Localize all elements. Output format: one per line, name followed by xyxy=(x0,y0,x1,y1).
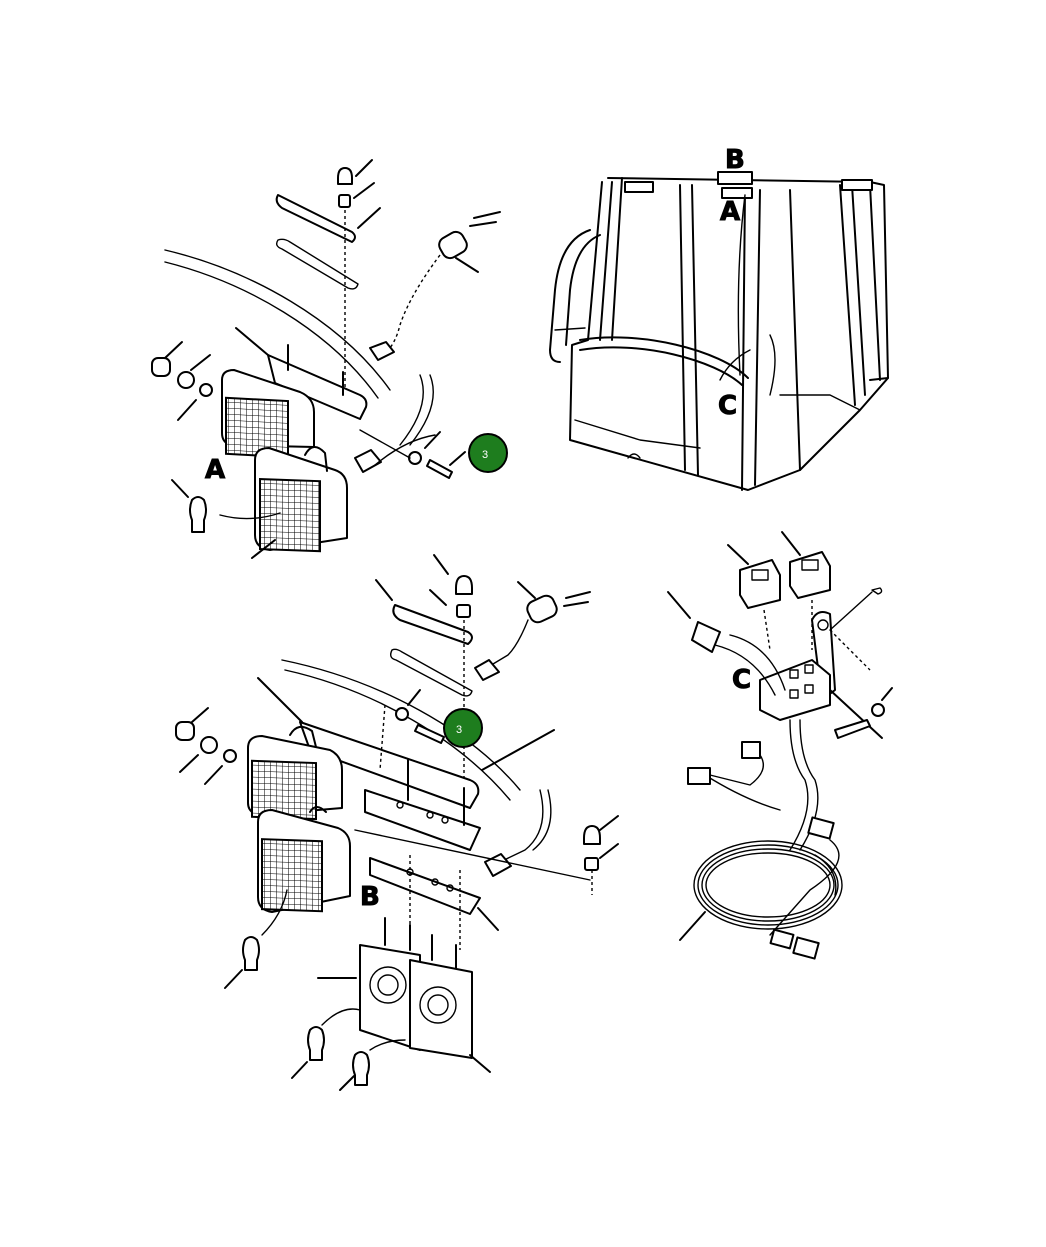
roof-lamp-a xyxy=(721,187,753,199)
roof-lamp-assembly xyxy=(291,917,491,1091)
mounting-plate-lower xyxy=(369,857,481,915)
lamp-bracket xyxy=(267,354,368,420)
view-label-b: B xyxy=(360,882,380,912)
cab-frame: B A C xyxy=(549,145,889,491)
rubber-nut xyxy=(151,357,171,377)
view-label-c: C xyxy=(732,665,751,695)
cab-label-b: B xyxy=(725,145,745,175)
nut-b xyxy=(456,604,471,618)
lamp-bracket-b xyxy=(299,721,480,809)
connector-lower xyxy=(354,449,382,473)
grommet xyxy=(438,230,468,260)
bulb-roof-left xyxy=(307,1026,325,1061)
cap-nut-c xyxy=(583,825,601,845)
connector-b-lower xyxy=(484,853,512,877)
bolt-washer xyxy=(408,451,422,465)
harness-connector-top xyxy=(741,741,761,759)
cap-nut xyxy=(337,167,353,185)
harness-connector-bottom xyxy=(792,936,820,960)
connector-upper xyxy=(369,341,395,361)
callout-circle[interactable] xyxy=(443,708,483,748)
harness-connector-bottom-2 xyxy=(769,928,795,950)
cab-label-a: A xyxy=(720,197,740,227)
nut xyxy=(338,194,351,208)
harness-connector-left xyxy=(687,767,711,785)
bolt-washer-b xyxy=(395,707,409,721)
bulb-b xyxy=(242,936,260,971)
rubber-nut-b xyxy=(175,721,195,741)
lock-washer xyxy=(199,383,213,397)
fuse xyxy=(691,621,721,653)
grommet-b xyxy=(526,594,558,624)
nut-c xyxy=(584,857,599,871)
mounting-plate-upper xyxy=(364,789,481,851)
cab-label-c: C xyxy=(718,391,737,421)
relay-harness-assembly: C xyxy=(667,531,893,960)
bolt-b xyxy=(414,724,445,744)
roof-lamp-front-left xyxy=(624,181,654,193)
mounting-strap xyxy=(275,194,356,243)
relay-left xyxy=(739,559,781,609)
work-lamp-assembly-a: A xyxy=(151,159,501,559)
bulb xyxy=(189,496,207,533)
gasket-plate-b xyxy=(389,648,473,697)
bracket-washer xyxy=(871,703,885,717)
bracket-bolt xyxy=(834,719,871,739)
lock-washer-b xyxy=(223,749,237,763)
callout-3-upper[interactable]: 3 xyxy=(468,433,508,473)
callout-circle[interactable] xyxy=(468,433,508,473)
work-lamp-assembly-b: B xyxy=(175,554,619,989)
washer xyxy=(177,371,195,389)
harness-connector-right xyxy=(807,816,835,840)
roof-lamp-right xyxy=(841,179,873,191)
bolt xyxy=(426,459,453,479)
gasket-plate xyxy=(275,238,359,290)
roof-lamp-b xyxy=(717,171,753,185)
connector-b-upper xyxy=(474,659,500,681)
callout-number: 3 xyxy=(456,724,462,736)
relay-right xyxy=(789,551,831,599)
cap-nut-b xyxy=(455,575,473,595)
callout-3-lower[interactable]: 3 xyxy=(443,708,483,748)
mounting-strap-b xyxy=(392,604,473,645)
view-label-a: A xyxy=(205,455,225,485)
callout-number: 3 xyxy=(482,449,488,461)
roof-lamp-right-lamp xyxy=(409,959,473,1059)
bulb-roof-right xyxy=(352,1051,370,1086)
washer-b xyxy=(200,736,218,754)
